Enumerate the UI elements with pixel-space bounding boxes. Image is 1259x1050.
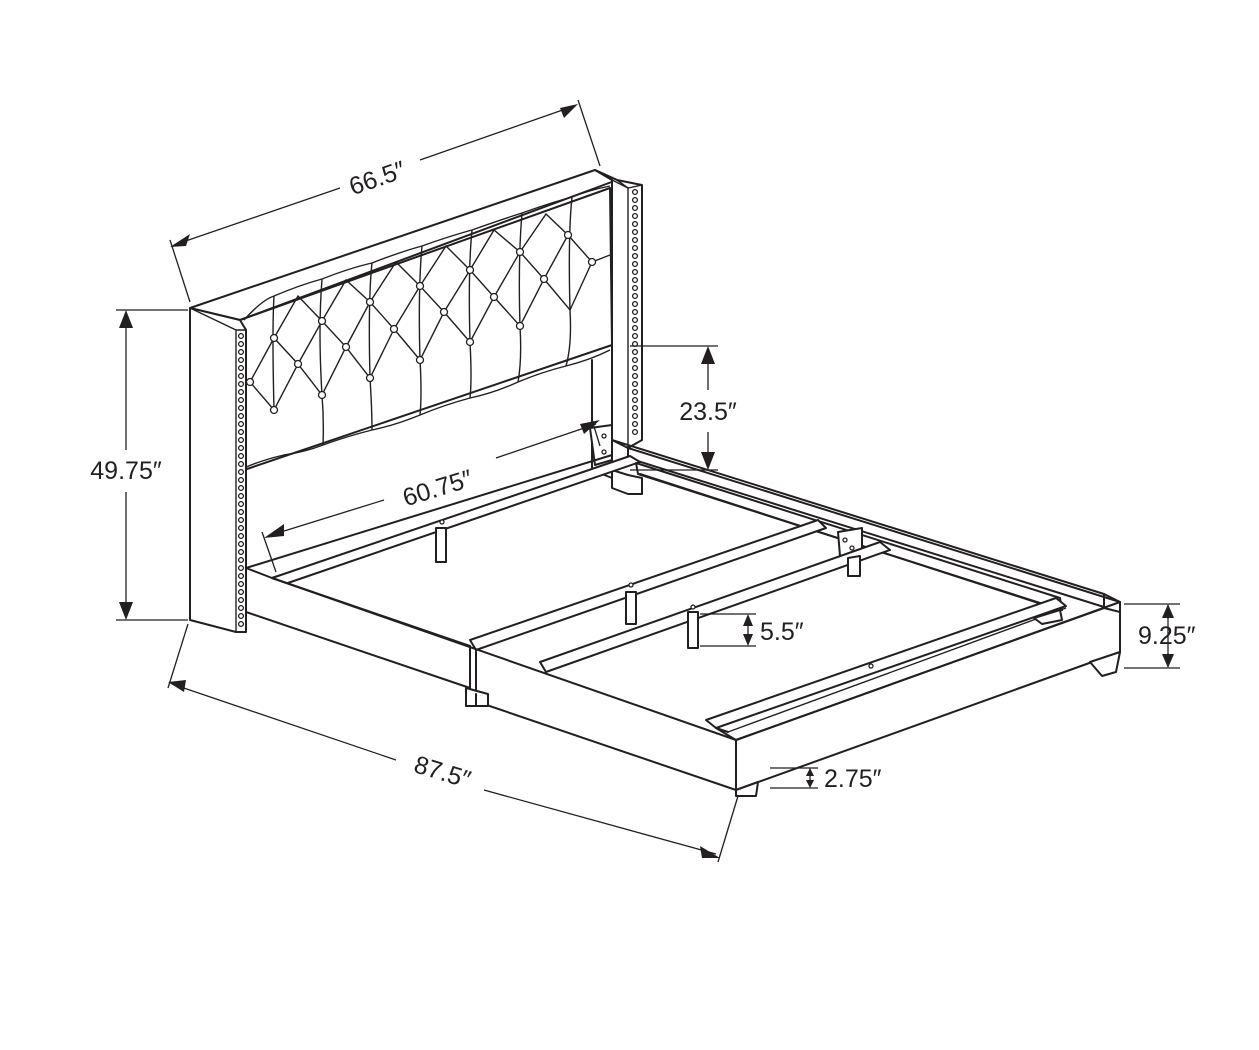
headboard-pleats [272,196,573,446]
nailhead [631,292,639,300]
nailhead [237,500,245,508]
right-wing-post [594,169,643,449]
nailhead [237,572,245,580]
nailhead [631,364,639,372]
nailhead [237,604,245,612]
nailhead [631,276,639,284]
cross-slat-1 [469,519,827,651]
nailhead [631,380,639,388]
nailhead [237,580,245,588]
nailhead [631,204,639,212]
nailhead [237,588,245,596]
leg-right-rail [1033,609,1063,625]
cross-slat-foot [705,597,1067,729]
nailhead [631,220,639,228]
dimension-label-frame-height: 9.25″ [1138,622,1196,650]
left-wing-post [189,307,247,633]
dimension-label-leg-height: 2.75″ [824,765,882,793]
nailhead [237,380,245,388]
nailhead [631,236,639,244]
nailhead [631,228,639,236]
support-leg-back [435,527,447,563]
support-leg-mid [625,591,637,625]
leg-front-left [735,781,759,797]
nailhead [631,196,639,204]
dimension-label-inner-width: 60.75″ [399,464,476,512]
leg-front-right [1089,651,1121,677]
nailhead [631,212,639,220]
nailhead [237,436,245,444]
nailhead [237,420,245,428]
nailhead [631,324,639,332]
nailhead [631,260,639,268]
nailhead [237,372,245,380]
nailhead [237,388,245,396]
nailhead [237,524,245,532]
dimension-label-overall-height: 49.75″ [90,457,162,485]
dimension-label-panel-height: 23.5″ [679,398,737,426]
nailhead [631,268,639,276]
nailhead [631,332,639,340]
right-side-rail [627,447,1121,613]
nailhead [631,348,639,356]
nailhead [237,412,245,420]
back-rail [589,424,613,466]
support-leg-right [847,555,861,577]
nailhead [237,348,245,356]
right-wing-nailheads [631,188,639,436]
nailhead [631,188,639,196]
dimension-label-headboard-width: 66.5″ [346,156,410,201]
nailhead [631,244,639,252]
nailhead [237,508,245,516]
nailhead [237,612,245,620]
nailhead [237,356,245,364]
nailhead [237,564,245,572]
nailhead [237,484,245,492]
nailhead [631,316,639,324]
nailhead [237,444,245,452]
nailhead [631,428,639,436]
headboard-diamond-tufting [243,212,611,415]
nailhead [631,420,639,428]
dimension-lines [116,99,1180,863]
nailhead [237,468,245,476]
right-post-foot [611,469,643,495]
nailhead [237,516,245,524]
dimension-label-overall-length: 87.5″ [411,751,474,795]
nailhead [237,428,245,436]
nailhead [237,452,245,460]
nailhead [237,532,245,540]
nailhead [237,556,245,564]
nailhead [237,364,245,372]
nailhead [237,540,245,548]
nailhead [631,252,639,260]
nailhead [237,396,245,404]
left-side-rail [245,567,737,791]
nailhead [237,404,245,412]
dimension-label-slat-clearance: 5.5″ [760,618,804,646]
nailhead [237,340,245,348]
left-wing-nailheads [237,332,245,628]
nailhead [631,388,639,396]
nailhead [237,620,245,628]
cross-slat-2 [539,541,891,673]
nailhead [631,412,639,420]
nailhead [237,548,245,556]
nailhead [631,300,639,308]
nailhead [631,372,639,380]
nailhead [237,332,245,340]
nailhead [237,492,245,500]
nailhead [631,308,639,316]
bed-drawing [189,169,1121,797]
support-leg-front [687,611,699,649]
nailhead [631,356,639,364]
nailhead [237,460,245,468]
nailhead [237,596,245,604]
nailhead [631,396,639,404]
nailhead [237,476,245,484]
nailhead [631,404,639,412]
left-side-rail-inner [245,454,613,569]
nailhead [631,284,639,292]
